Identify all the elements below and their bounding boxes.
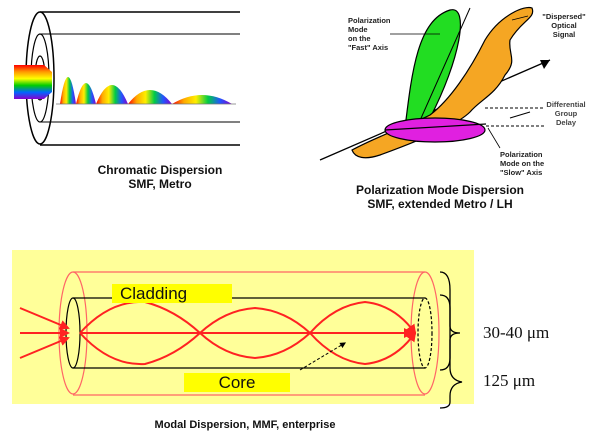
slow-mode-lobe xyxy=(384,117,486,143)
pmd-caption-line1: Polarization Mode Dispersion xyxy=(355,183,525,197)
cladding-size-brace xyxy=(439,271,463,409)
fast-axis-label-line: "Fast" Axis xyxy=(348,43,389,52)
dispersed-signal-label: "Dispersed" Optical Signal xyxy=(536,12,592,39)
cladding-size-label: 125 μm xyxy=(483,371,536,390)
slow-axis-label-line: Mode on the xyxy=(500,159,545,168)
chromatic-dispersion-diagram xyxy=(14,11,240,146)
fast-axis-label-line: on the xyxy=(348,34,371,43)
chromatic-caption-line2: SMF, Metro xyxy=(128,177,192,191)
axis-arrowhead xyxy=(540,60,550,69)
slow-axis-label-line: "Slow" Axis xyxy=(500,168,543,177)
dgd-label: Differential Group Delay xyxy=(540,100,592,127)
modal-caption: Modal Dispersion, MMF, enterprise xyxy=(154,419,336,431)
core-label: Core xyxy=(184,373,290,392)
pmd-caption: Polarization Mode Dispersion SMF, extend… xyxy=(320,183,560,211)
fast-axis-label-line: Mode xyxy=(348,25,368,34)
input-rays xyxy=(19,307,70,359)
dispersed-label-line: Signal xyxy=(552,30,576,39)
propagation-axis xyxy=(319,59,551,161)
dgd-label-line: Differential xyxy=(546,100,586,109)
pmd-caption-line2: SMF, extended Metro / LH xyxy=(367,197,513,211)
pmd-diagram xyxy=(319,6,551,161)
slow-axis-label: Polarization Mode on the "Slow" Axis xyxy=(500,150,570,177)
dgd-arrow xyxy=(509,111,531,119)
fast-mode-lobe xyxy=(404,9,461,129)
dgd-label-line: Group xyxy=(554,109,578,118)
input-light-source xyxy=(14,65,44,99)
core-pointer-arrow xyxy=(299,342,347,371)
dispersed-label-line: Optical xyxy=(551,21,577,30)
input-light-taper xyxy=(44,65,52,99)
dispersed-pulses xyxy=(56,77,236,105)
core-size-label: 30-40 μm xyxy=(483,323,550,342)
dispersed-label-line: "Dispersed" xyxy=(542,12,586,21)
core-ray-paths xyxy=(79,300,417,366)
fast-axis-label-line: Polarization xyxy=(348,16,391,25)
slow-axis-label-line: Polarization xyxy=(500,150,543,159)
dgd-label-line: Delay xyxy=(555,118,576,127)
chromatic-caption-line1: Chromatic Dispersion xyxy=(97,163,223,177)
cladding-label: Cladding xyxy=(112,284,232,303)
fast-axis-label: Polarization Mode on the "Fast" Axis xyxy=(348,16,408,52)
fiber-tube-outline xyxy=(25,11,240,146)
modal-dispersion-diagram xyxy=(19,271,463,409)
chromatic-caption: Chromatic Dispersion SMF, Metro xyxy=(60,163,260,191)
